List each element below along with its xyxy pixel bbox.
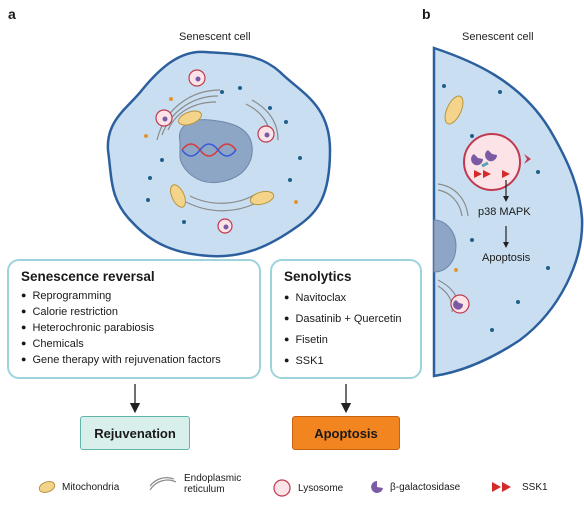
pathway-apoptosis: Apoptosis: [482, 252, 531, 264]
panel-a-label: a: [8, 6, 16, 22]
senolytics-box: Senolytics Navitoclax Dasatinib + Querce…: [270, 259, 422, 379]
list-item: Dasatinib + Quercetin: [284, 309, 408, 330]
senolytics-heading: Senolytics: [284, 269, 352, 284]
panel-a-title: Senescent cell: [179, 31, 251, 43]
nucleus: [178, 119, 253, 184]
beta-galactosidase-icon: [371, 481, 383, 493]
legend-ssk1: SSK1: [490, 480, 548, 494]
senescent-cell-diagram: [106, 50, 332, 258]
senescence-reversal-heading: Senescence reversal: [21, 269, 155, 284]
apoptosis-outcome: Apoptosis: [292, 416, 400, 450]
rejuvenation-outcome: Rejuvenation: [80, 416, 190, 450]
legend-er: Endoplasmic reticulum: [148, 473, 256, 495]
panel-b-label: b: [422, 6, 431, 22]
lysosome-icon: [273, 479, 291, 497]
legend-mitochondria-label: Mitochondria: [62, 481, 120, 493]
legend-lysosome-label: Lysosome: [298, 482, 344, 494]
dots: [146, 86, 302, 224]
pathway-p38-mapk: p38 MAPK: [478, 206, 531, 218]
list-item: Heterochronic parabiosis: [21, 320, 247, 336]
list-item: SSK1: [284, 351, 408, 372]
outcome-arrows: [129, 384, 352, 414]
list-item: Navitoclax: [284, 288, 408, 309]
legend-ssk1-label: SSK1: [522, 481, 548, 493]
cell-membrane-zoom: [432, 46, 584, 378]
legend-er-label: Endoplasmic reticulum: [184, 473, 242, 495]
dna-helix: [181, 143, 237, 157]
senescence-reversal-box: Senescence reversal Reprogramming Calori…: [7, 259, 261, 379]
list-item: Calorie restriction: [21, 304, 247, 320]
list-item: Reprogramming: [21, 288, 247, 304]
legend-bgal: β-galactosidase: [370, 480, 460, 494]
legend-lysosome: Lysosome: [272, 478, 343, 498]
panel-b-cell-diagram: [432, 46, 584, 378]
legend-mitochondria: Mitochondria: [38, 480, 119, 494]
mitochondria-group: [170, 110, 275, 208]
ssk1-icon: [492, 482, 511, 492]
list-item: Gene therapy with rejuvenation factors: [21, 352, 247, 368]
panel-b-title: Senescent cell: [462, 31, 534, 43]
legend-bgal-label: β-galactosidase: [390, 481, 461, 493]
mitochondria-icon: [38, 481, 56, 493]
endoplasmic-reticulum-icon: [149, 477, 177, 491]
list-item: Chemicals: [21, 336, 247, 352]
list-item: Fisetin: [284, 330, 408, 351]
nucleus-partial: [433, 219, 457, 273]
